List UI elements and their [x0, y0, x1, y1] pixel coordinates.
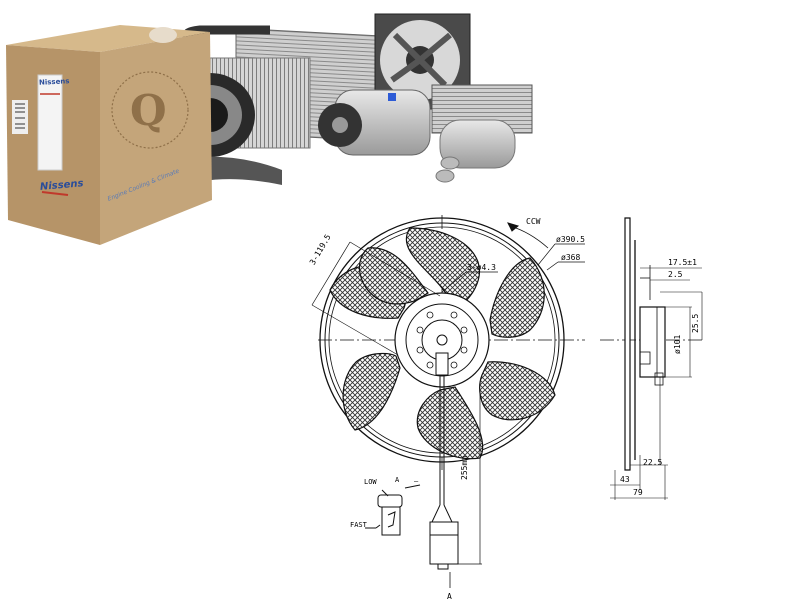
- cable-length-label: 255mm: [460, 455, 469, 480]
- dim-79-label: 79: [633, 488, 643, 497]
- dim-22-5-label: 22.5: [643, 458, 663, 467]
- nissens-box: Q: [6, 25, 212, 245]
- box-label: [37, 74, 63, 171]
- fan-assembly-image: [374, 13, 471, 110]
- barcode: [12, 100, 28, 134]
- ac-compressor-image: [318, 89, 431, 156]
- outer-diameter-label: ø390.5: [556, 235, 585, 244]
- connector-low-label: LOW: [364, 478, 377, 486]
- connector-detail: [365, 484, 421, 536]
- box-sticker: [149, 27, 177, 43]
- dim-43-label: 43: [620, 475, 630, 484]
- box-q-logo: Q: [130, 86, 167, 135]
- connector-minus-label: —: [414, 477, 419, 485]
- dim-2-5-label: 2.5: [668, 270, 683, 279]
- rotation-label: CCW: [526, 217, 541, 226]
- view-arrow-label: A: [447, 592, 452, 601]
- connector-a-label: A: [395, 476, 400, 484]
- dim-25-5-label: 25.5: [691, 313, 700, 333]
- product-photo: Q Nissens Nissens Engine Cooling & Clima…: [0, 0, 560, 260]
- connector-fast-label: FAST: [350, 521, 367, 529]
- product-photo-art: Q: [6, 13, 533, 245]
- dim-101-label: ø101: [673, 334, 682, 354]
- inner-diameter-label: ø368: [561, 253, 581, 262]
- dim-17-5-label: 17.5±1: [668, 258, 697, 267]
- receiver-drier-image: [435, 119, 516, 183]
- mount-holes-label: 3-ø4.3: [467, 263, 496, 272]
- fan-front-view: [311, 215, 585, 588]
- fan-connector: [429, 504, 459, 570]
- fan-blades: [329, 227, 556, 460]
- box-label-brand: Nissens: [38, 77, 70, 87]
